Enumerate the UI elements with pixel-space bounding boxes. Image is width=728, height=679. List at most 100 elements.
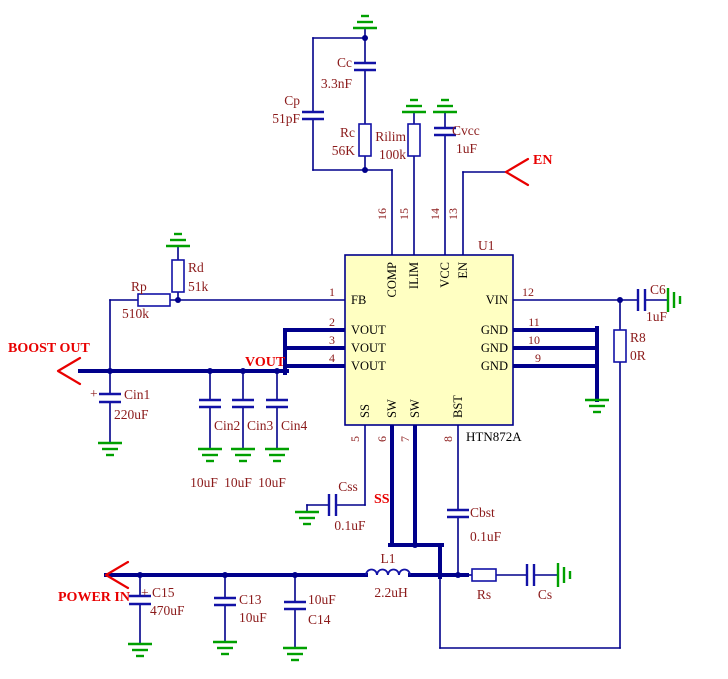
resistors [137,123,627,582]
pin-name-sw7: SW [408,399,422,418]
ground-icon [281,646,309,662]
pin-name-bst: BST [451,395,465,418]
cin1-ref: Cin1 [124,387,150,402]
ic-pin-numbers: 1 2 3 4 12 11 10 9 16 15 14 13 5 6 7 8 [329,208,541,442]
resistor-rp [137,293,171,307]
pin-num-4: 4 [329,351,335,365]
pin-num-12: 12 [522,285,534,299]
resistor-rc [358,123,372,157]
cin4-value: 10uF [258,475,286,490]
boost-out-label: BOOST OUT [8,341,90,356]
ground-icon [293,510,321,526]
ic-pin-names: FB VOUT VOUT VOUT VIN GND GND GND COMP I… [351,262,508,418]
rd-value: 51k [188,279,209,294]
rilim-value: 100k [379,147,406,162]
ground-icon [229,447,257,463]
cin4-ref: Cin4 [281,418,308,433]
capacitor-css [327,494,338,516]
c15-value: 470uF [150,603,185,618]
pin-name-fb: FB [351,293,366,307]
c14-value: 10uF [308,592,336,607]
ground-icon [263,447,291,463]
c15-polarity: + [141,585,149,600]
capacitor-cvcc [434,126,456,137]
thick-wire-segments [78,326,599,579]
cbst-ref: Cbst [470,505,495,520]
cc-ref: Cc [337,55,352,70]
pin-name-comp: COMP [385,262,399,297]
capacitor-c13 [214,596,236,607]
capacitors [99,61,647,611]
u1-part-number: HTN872A [466,429,522,444]
cin3-value: 10uF [224,475,252,490]
pin-name-vcc: VCC [438,262,452,288]
net-labels: BOOST OUT POWER IN EN VOUT SS [8,153,552,605]
boost-out-port-icon [56,356,82,386]
en-port-icon [504,157,530,187]
rilim-ref: Rilim [375,129,406,144]
c14-ref: C14 [308,612,331,627]
pin-name-en: EN [456,262,470,279]
pin-num-13: 13 [446,208,460,220]
capacitor-cs [525,564,536,586]
cbst-value: 0.1uF [470,529,502,544]
cin2-value: 10uF [190,475,218,490]
pin-num-7: 7 [398,436,412,442]
c13-value: 10uF [239,610,267,625]
cp-ref: Cp [284,93,300,108]
ground-icon [164,232,192,248]
capacitor-c6 [636,289,647,311]
pin-name-gnd11: GND [481,323,508,337]
r8-ref: R8 [630,330,646,345]
port-arrows [56,157,530,590]
ground-icon [556,561,572,589]
capacitor-cin3 [232,398,254,409]
power-in-label: POWER IN [58,590,130,605]
rc-value: 56K [332,143,356,158]
cp-value: 51pF [272,111,300,126]
ground-icon [96,441,124,457]
component-labels: Cc 3.3nF Cp 51pF Rc 56K Rilim 100k Cvcc … [90,55,668,627]
pin-num-16: 16 [375,208,389,220]
capacitor-cin1 [99,392,121,404]
wire-segments [109,27,669,649]
pin-num-14: 14 [428,208,442,220]
c6-value: 1uF [646,309,668,324]
cin1-value: 220uF [114,407,149,422]
capacitor-cp [302,110,324,121]
pin-name-vout2: VOUT [351,323,386,337]
resistor-rs [471,568,497,582]
en-port-label: EN [533,153,552,168]
cvcc-ref: Cvcc [452,123,480,138]
pin-num-3: 3 [329,333,335,347]
pin-num-2: 2 [329,315,335,329]
u1-designator: U1 [478,238,495,253]
capacitor-cin2 [199,398,221,409]
ground-icon [211,640,239,656]
ground-icon [431,98,459,114]
junction-dots [107,35,623,578]
c6-ref: C6 [650,282,666,297]
css-ref: Css [338,479,358,494]
capacitor-c15 [129,594,151,606]
rp-value: 510k [122,306,149,321]
pin-num-15: 15 [397,208,411,220]
l1-ref: L1 [381,551,396,566]
capacitor-c14 [284,600,306,611]
cin2-ref: Cin2 [214,418,240,433]
rp-ref: Rp [131,279,147,294]
ground-icon [666,286,682,314]
pin-name-vout3: VOUT [351,341,386,355]
power-in-port-icon [104,560,130,590]
cin1-polarity: + [90,386,98,401]
pin-num-11: 11 [528,315,540,329]
inductor-l1 [365,568,411,576]
ground-icon [351,14,379,30]
c13-ref: C13 [239,592,262,607]
capacitor-cin4 [266,398,288,409]
resistor-rd [171,259,185,293]
pin-name-vin: VIN [486,293,508,307]
r8-value: 0R [630,348,646,363]
